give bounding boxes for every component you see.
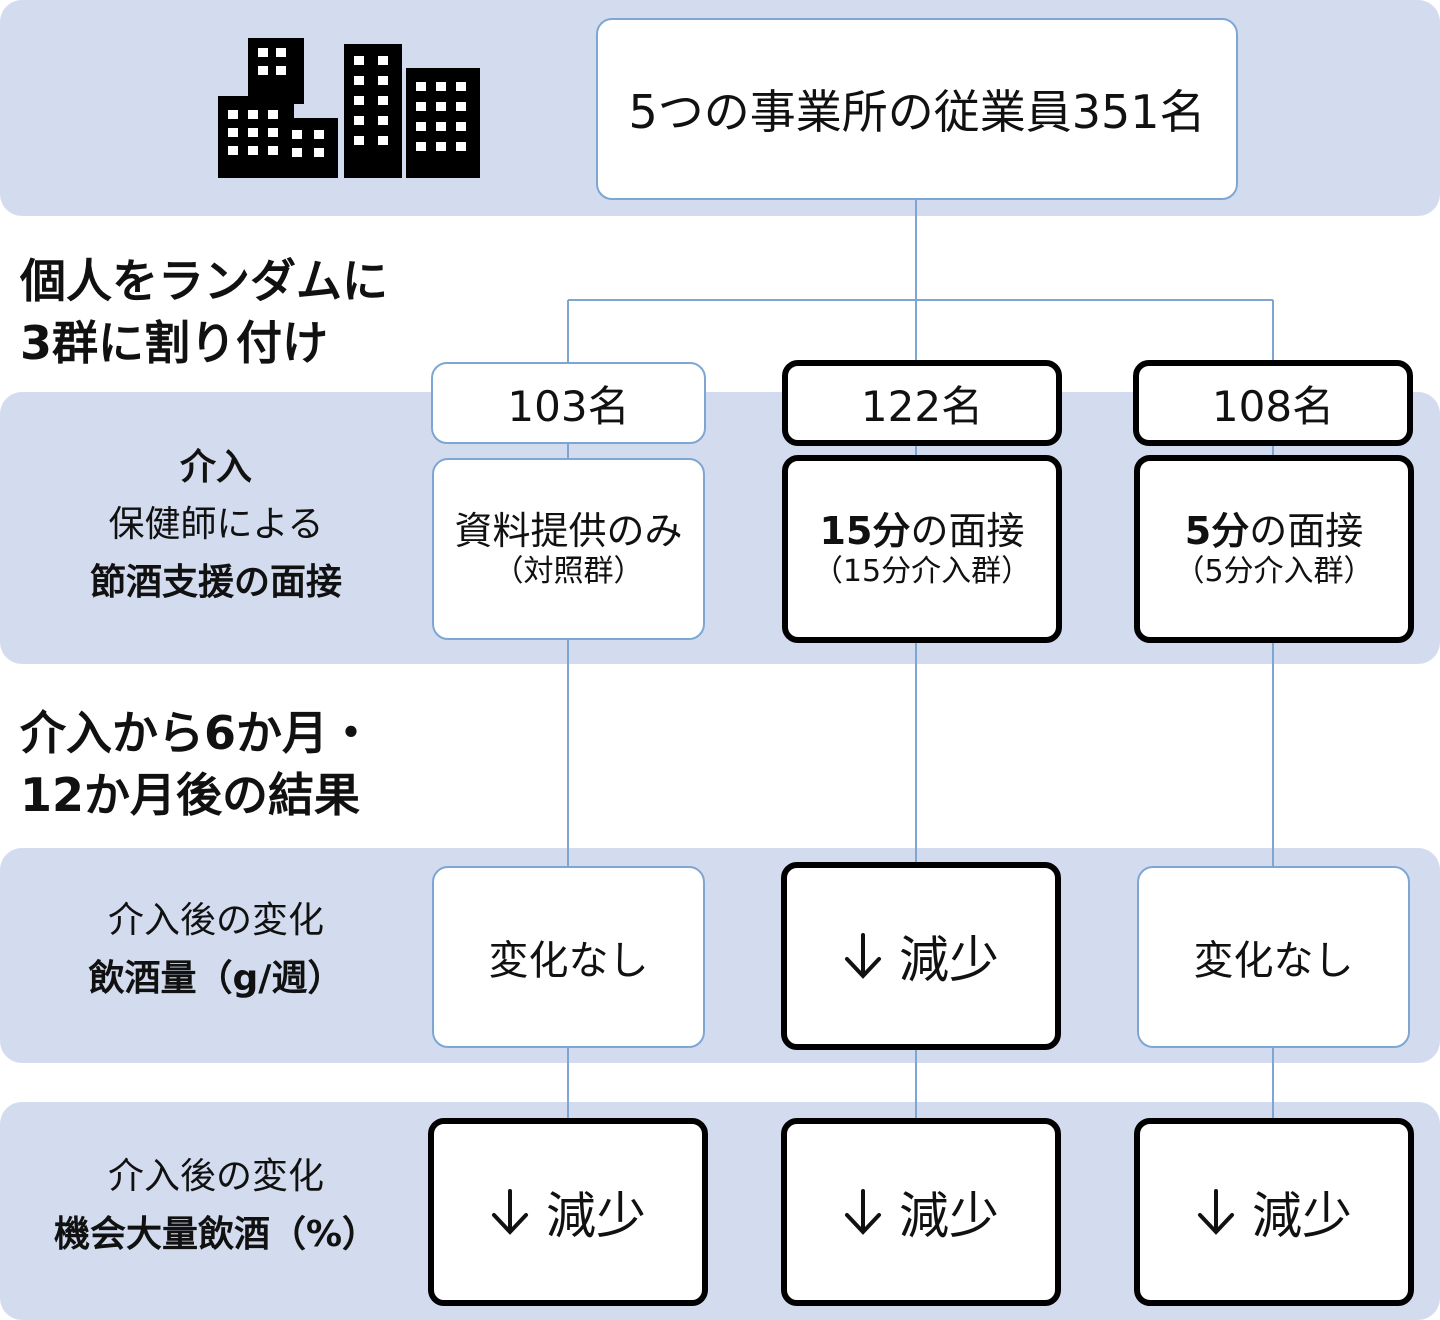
- row1-label: 介入後の変化 飲酒量（g/週）: [0, 892, 432, 1008]
- intervention-line2: 保健師による: [108, 504, 324, 545]
- group3-count-box: 108名: [1133, 360, 1413, 446]
- office-buildings-icon: [218, 38, 480, 178]
- group2-count: 122名: [860, 381, 984, 431]
- group3-main-rest: の面接: [1249, 509, 1364, 553]
- group2-count-box: 122名: [782, 360, 1062, 446]
- row2-group2-result: 減少: [781, 1118, 1061, 1306]
- group2-main: 15分の面接: [820, 508, 1025, 554]
- intervention-label: 介入 保健師による 節酒支援の面接: [0, 440, 432, 612]
- employees-box: 5つの事業所の従業員351名: [596, 18, 1238, 200]
- intervention-line3: 節酒支援の面接: [89, 562, 342, 603]
- group3-main-bold: 5分: [1184, 509, 1250, 553]
- row2-label: 介入後の変化 機会大量飲酒（%）: [0, 1148, 432, 1264]
- group2-main-rest: の面接: [910, 509, 1025, 553]
- group3-sub: （5分介入群）: [1174, 554, 1374, 589]
- group1-main: 資料提供のみ: [454, 509, 683, 553]
- down-arrow-icon: [1198, 1189, 1234, 1235]
- row1-group3-result: 変化なし: [1137, 866, 1410, 1048]
- group2-main-bold: 15分: [819, 509, 911, 553]
- group3-main: 5分の面接: [1185, 508, 1363, 554]
- group3-count: 108名: [1211, 381, 1335, 431]
- randomize-heading-line2: 3群に割り付け: [20, 316, 329, 370]
- row2-group1-result: 減少: [428, 1118, 708, 1306]
- intervention-title: 介入: [179, 447, 252, 488]
- group2-intervention-box: 15分の面接 （15分介入群）: [782, 455, 1062, 643]
- group1-count: 103名: [507, 381, 630, 431]
- row1-group2-text: 減少: [899, 931, 999, 989]
- results-heading: 介入から6か月・ 12か月後の結果: [20, 702, 374, 826]
- row1-group3-text: 変化なし: [1193, 938, 1354, 984]
- row2-group1-text: 減少: [546, 1187, 646, 1245]
- group2-sub: （15分介入群）: [812, 554, 1032, 589]
- group1-count-box: 103名: [431, 362, 706, 444]
- randomize-heading: 個人をランダムに 3群に割り付け: [20, 250, 388, 374]
- row1-label-line1: 介入後の変化: [107, 900, 324, 941]
- row2-group3-result: 減少: [1134, 1118, 1414, 1306]
- group1-intervention-box: 資料提供のみ （対照群）: [432, 458, 705, 640]
- down-arrow-icon: [492, 1189, 528, 1235]
- down-arrow-icon: [845, 1189, 881, 1235]
- row1-group2-result: 減少: [781, 862, 1061, 1050]
- row2-label-line2: 機会大量飲酒（%）: [53, 1214, 379, 1255]
- row2-label-line1: 介入後の変化: [107, 1156, 324, 1197]
- randomize-heading-line1: 個人をランダムに: [20, 254, 388, 308]
- results-heading-line2: 12か月後の結果: [20, 768, 361, 822]
- group1-sub: （対照群）: [493, 554, 644, 589]
- group3-intervention-box: 5分の面接 （5分介入群）: [1134, 455, 1414, 643]
- row1-group1-result: 変化なし: [432, 866, 705, 1048]
- row2-group3-text: 減少: [1252, 1187, 1352, 1245]
- down-arrow-icon: [845, 933, 881, 979]
- results-heading-line1: 介入から6か月・: [20, 706, 375, 760]
- row1-group1-text: 変化なし: [488, 938, 649, 984]
- employees-text: 5つの事業所の従業員351名: [628, 85, 1206, 139]
- row1-label-line2: 飲酒量（g/週）: [88, 958, 344, 999]
- row2-group2-text: 減少: [899, 1187, 999, 1245]
